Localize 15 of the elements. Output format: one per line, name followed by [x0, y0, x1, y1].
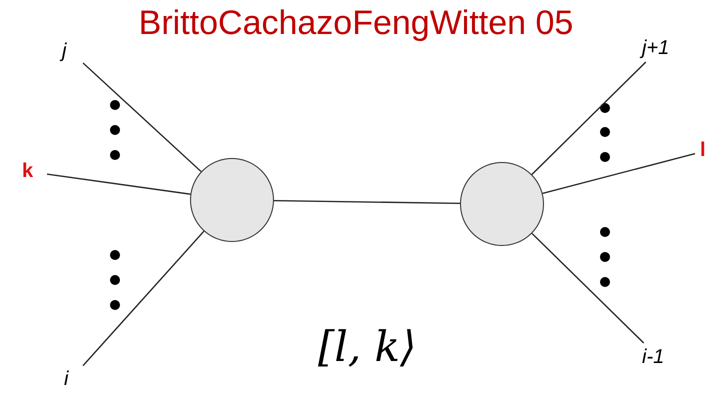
line [82, 62, 202, 172]
line [532, 232, 644, 344]
leg-label: j [60, 40, 68, 62]
leg-label: l [698, 139, 708, 161]
leg-label: k [20, 160, 36, 182]
line [274, 200, 460, 204]
leg-label: i [62, 368, 70, 390]
leg-label: j+1 [640, 37, 672, 59]
line [82, 230, 204, 366]
title: BrittoCachazoFengWitten 05 [138, 4, 574, 43]
line [531, 62, 646, 175]
line [46, 173, 190, 195]
line [542, 152, 696, 194]
formula-label: [l, k⟩ [318, 322, 416, 371]
leg-label: i-1 [640, 346, 666, 368]
